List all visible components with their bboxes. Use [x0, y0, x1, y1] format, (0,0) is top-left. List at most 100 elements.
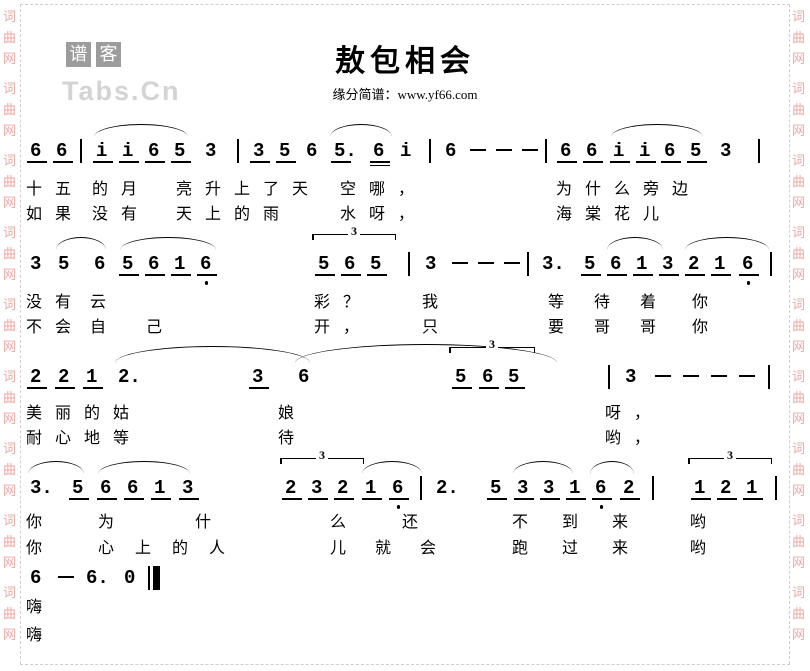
left-border-char: 曲 [3, 102, 17, 117]
left-border-char: 词 [3, 513, 17, 528]
left-border-char: 词 [3, 9, 17, 24]
triplet-bracket: 3 [688, 448, 772, 464]
left-border-char: 词 [3, 441, 17, 456]
right-border-char: 词 [792, 513, 806, 528]
lyric-text: 什 [195, 514, 225, 531]
note: 3 [249, 366, 269, 389]
note: 6 [479, 366, 499, 389]
low-octave-dot [396, 505, 400, 509]
note-underline [341, 274, 361, 276]
note: 5 [581, 253, 601, 276]
lyric-text: 不 [512, 514, 542, 531]
right-border-char: 网 [792, 483, 806, 498]
note-underline [370, 161, 390, 163]
right-border-char: 曲 [792, 30, 806, 45]
lyric-text: 跑 [512, 540, 542, 557]
lyric-text: 待 [594, 294, 624, 311]
note: 6 [739, 253, 759, 285]
lyric-text: 娘 [278, 405, 308, 422]
barline [775, 476, 777, 500]
note-underline [514, 498, 534, 500]
barline [527, 252, 529, 276]
frame-line-top [20, 4, 790, 5]
triplet-bracket: 3 [280, 448, 364, 464]
frame-line-bottom [20, 664, 790, 665]
triplet-bracket: 3 [449, 337, 535, 353]
barline [545, 139, 547, 163]
barline [420, 476, 422, 500]
left-border-char: 曲 [3, 174, 17, 189]
note-underline [566, 498, 586, 500]
lyric-text: 没有 [92, 206, 151, 223]
left-border-char: 网 [3, 195, 17, 210]
lyric-text: 为什么旁边 [556, 181, 702, 198]
low-octave-dot [746, 281, 750, 285]
note-underline [479, 387, 499, 389]
lyric-text: 你 [692, 319, 722, 336]
left-border-char: 曲 [3, 534, 17, 549]
barline [768, 365, 770, 389]
note-underline [308, 498, 328, 500]
lyric-text: 为 [98, 514, 128, 531]
lyric-text: 如果 [26, 206, 85, 223]
right-border-char: 网 [792, 627, 806, 642]
left-border-char: 曲 [3, 390, 17, 405]
note: 5 [452, 366, 472, 389]
lyric-text: 哥 [594, 319, 624, 336]
right-border-char: 曲 [792, 318, 806, 333]
lyric-text: 就 [375, 540, 405, 557]
note-underline [249, 387, 269, 389]
lyric-text: 么 [330, 514, 360, 531]
note: 6 [145, 253, 165, 276]
slur-arc [115, 346, 310, 363]
lyric-text: 嗨 [26, 627, 56, 644]
note: i [119, 140, 139, 163]
duration-dash [58, 576, 74, 578]
left-border-char: 曲 [3, 246, 17, 261]
note: 5 [58, 253, 70, 275]
note: 1 [633, 253, 653, 276]
note: 5 [487, 477, 507, 500]
lyric-text: 哥 [640, 319, 670, 336]
note: 2 [27, 366, 47, 389]
left-border-char: 曲 [3, 606, 17, 621]
final-barline [148, 566, 150, 590]
note: 1 [171, 253, 191, 276]
note: 3 [308, 477, 328, 500]
left-border-char: 曲 [3, 462, 17, 477]
watermark-logo-box: 客 [96, 42, 121, 67]
duration-dash [478, 262, 494, 264]
left-border-char: 网 [3, 51, 17, 66]
note: 5 [315, 253, 335, 276]
lyric-text: 我 [422, 294, 452, 311]
lyric-text: 待 [278, 430, 308, 447]
note-underline [370, 164, 390, 166]
note: 3 [540, 477, 560, 500]
lyric-text: 心 [98, 540, 128, 557]
note: 0 [124, 567, 136, 589]
barline [408, 252, 410, 276]
right-border-char: 网 [792, 195, 806, 210]
note: 2 [334, 477, 354, 500]
right-border-char: 网 [792, 123, 806, 138]
note: 3 [30, 253, 42, 275]
lyric-text: 要 [548, 319, 578, 336]
duration-dash [655, 375, 671, 377]
note: 5 [687, 140, 707, 163]
note: 5. [331, 140, 357, 163]
note-underline [119, 161, 139, 163]
note: 3 [659, 253, 679, 276]
lyric-text: 彩？ [314, 294, 373, 311]
note-underline [687, 161, 707, 163]
note-underline [145, 161, 165, 163]
note-underline [276, 161, 296, 163]
triplet-number: 3 [724, 448, 736, 464]
left-border-char: 词 [3, 297, 17, 312]
lyric-text: 空哪， [340, 181, 428, 198]
duration-dash [504, 262, 520, 264]
note-underline [179, 498, 199, 500]
slur-arc [513, 461, 573, 474]
note-underline [124, 498, 144, 500]
lyric-text: 哟， [605, 430, 664, 447]
